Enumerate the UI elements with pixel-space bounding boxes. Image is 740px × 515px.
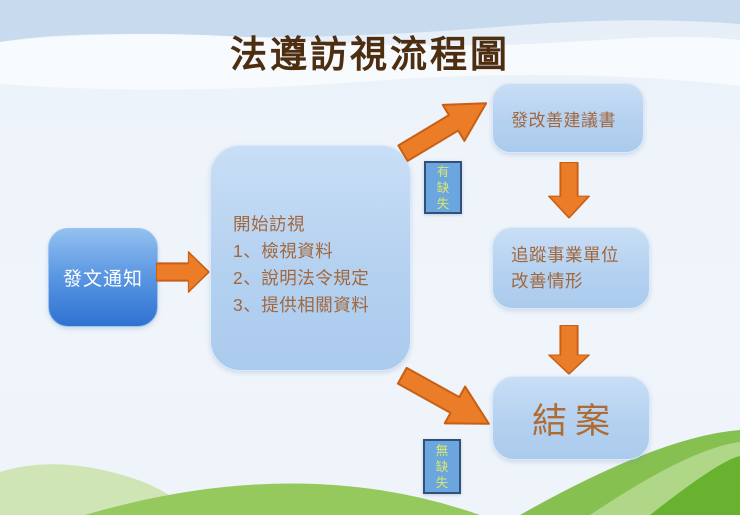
node-track-text: 追蹤事業單位 改善情形 <box>511 242 619 294</box>
branch-label-has-defect: 有缺失 <box>424 161 462 214</box>
branch-label-no-defect: 無缺失 <box>423 439 461 494</box>
node-track: 追蹤事業單位 改善情形 <box>492 227 650 309</box>
node-visit-item: 2、說明法令規定 <box>233 268 370 288</box>
arrow-right-icon <box>156 250 210 294</box>
node-visit-item: 3、提供相關資料 <box>233 295 370 315</box>
page-title: 法遵訪視流程圖 <box>230 34 510 75</box>
node-suggestion-label: 發改善建議書 <box>511 110 616 130</box>
node-visit: 開始訪視 1、檢視資料 2、說明法令規定 3、提供相關資料 <box>210 145 411 371</box>
branch-label-has-defect-text: 有缺失 <box>436 164 450 211</box>
node-notify-label: 發文通知 <box>62 269 143 290</box>
node-notify: 發文通知 <box>48 228 158 327</box>
node-suggestion: 發改善建議書 <box>492 83 644 153</box>
node-visit-item: 1、檢視資料 <box>233 241 334 261</box>
branch-label-no-defect-text: 無缺失 <box>435 443 449 490</box>
node-track-line: 改善情形 <box>511 271 583 291</box>
node-visit-heading: 開始訪視 <box>233 214 305 234</box>
arrow-up-right-icon <box>397 102 488 162</box>
arrow-down-right-icon <box>396 366 490 425</box>
node-close-label: 結案 <box>531 401 618 441</box>
arrow-down-icon <box>547 162 591 219</box>
node-visit-text: 開始訪視 1、檢視資料 2、說明法令規定 3、提供相關資料 <box>233 211 369 319</box>
arrow-down-icon <box>547 325 591 375</box>
sky-background <box>0 0 740 90</box>
hills-background <box>0 430 740 515</box>
node-track-line: 追蹤事業單位 <box>511 245 619 265</box>
node-close: 結案 <box>492 376 650 460</box>
